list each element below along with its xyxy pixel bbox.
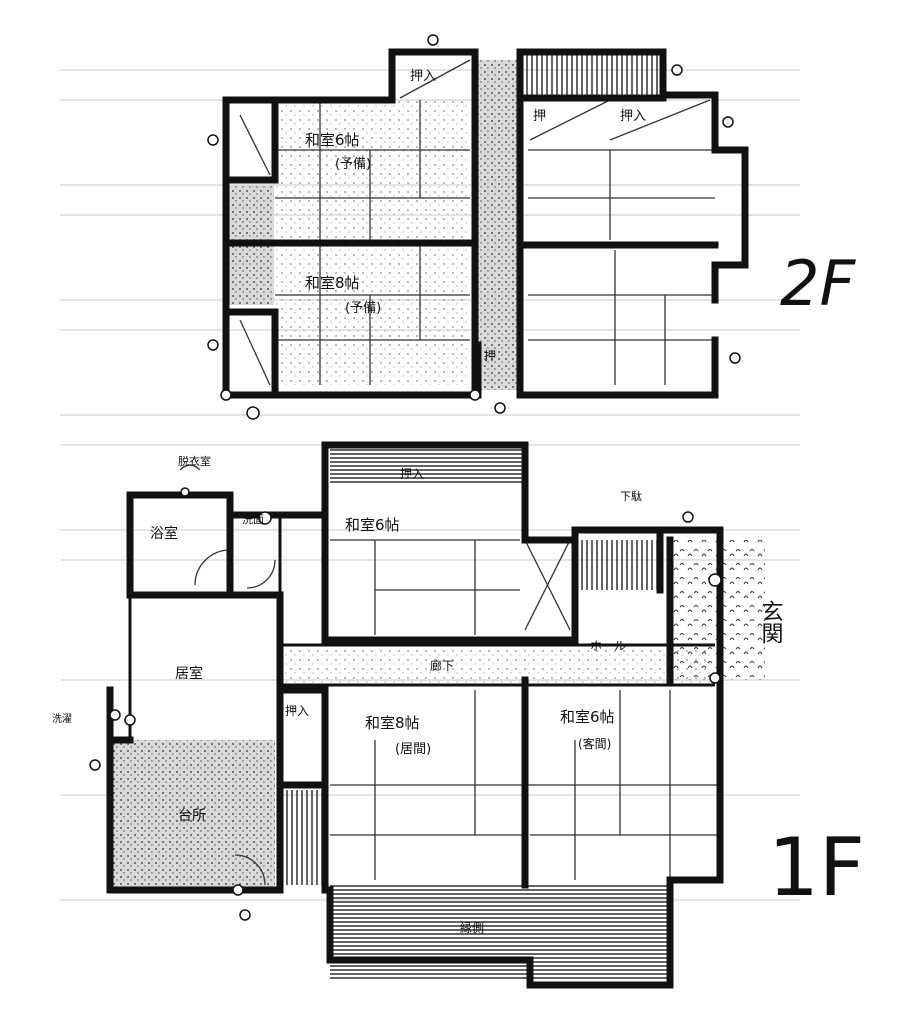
veranda-label: 縁側 xyxy=(460,920,484,935)
upper-room-sw-sub: (予備) xyxy=(345,300,381,316)
room-6-sub: (客間) xyxy=(578,736,611,751)
shoebox-label: 下駄 xyxy=(620,489,642,503)
lower-floor: 和室6帖 押入 浴室 洗面 脱衣室 洗濯 台所 居室 廊下 和室8帖 (居間) … xyxy=(52,441,865,989)
upper-room-nw-sub: (予備) xyxy=(335,156,371,172)
upper-closet-hall-label: 押 xyxy=(484,349,496,363)
upper-stair xyxy=(520,55,660,95)
kitchen-floor xyxy=(110,740,275,890)
room-8-sub: (居間) xyxy=(395,742,431,757)
closet-center-hatch xyxy=(330,445,522,485)
utility-label: 脱衣室 xyxy=(178,454,211,468)
veranda-floor xyxy=(330,885,670,980)
upper-room-nw-label: 和室6帖 xyxy=(305,131,360,149)
upper-floor: 和室6帖 (予備) 和室8帖 (予備) 押入 押 押入 押 2F xyxy=(207,34,856,420)
upper-hall-floor xyxy=(478,60,520,390)
corridor-label: 廊下 xyxy=(430,658,454,673)
upper-closet-e2-label: 押入 xyxy=(620,109,646,124)
washroom-label: 洗面 xyxy=(242,513,264,526)
room-6-label: 和室6帖 xyxy=(560,708,615,726)
living-label: 居室 xyxy=(175,665,203,682)
upper-floor-label: 2F xyxy=(780,247,856,320)
stair-entrance xyxy=(575,540,665,590)
entrance-hall-label: ホール xyxy=(590,639,626,653)
closet-w-label: 押入 xyxy=(285,704,309,718)
laundry-label: 洗濯 xyxy=(52,713,72,725)
stair-lower xyxy=(285,790,327,885)
upper-nw-room-floor xyxy=(275,100,470,240)
room-8-label: 和室8帖 xyxy=(365,714,420,732)
room-center-closet-label: 押入 xyxy=(400,467,424,481)
kitchen-label: 台所 xyxy=(178,808,206,824)
upper-closet-e1-label: 押 xyxy=(533,109,546,124)
bath-label: 浴室 xyxy=(150,525,178,542)
lower-floor-label: 1F xyxy=(768,821,865,914)
upper-sw-room-floor xyxy=(275,245,470,385)
corridor-floor xyxy=(283,645,713,685)
entrance-label: 玄関 xyxy=(758,600,783,644)
room-center-label: 和室6帖 xyxy=(345,516,400,534)
upper-closet-n-label: 押入 xyxy=(410,69,436,84)
upper-room-sw-label: 和室8帖 xyxy=(305,274,360,292)
